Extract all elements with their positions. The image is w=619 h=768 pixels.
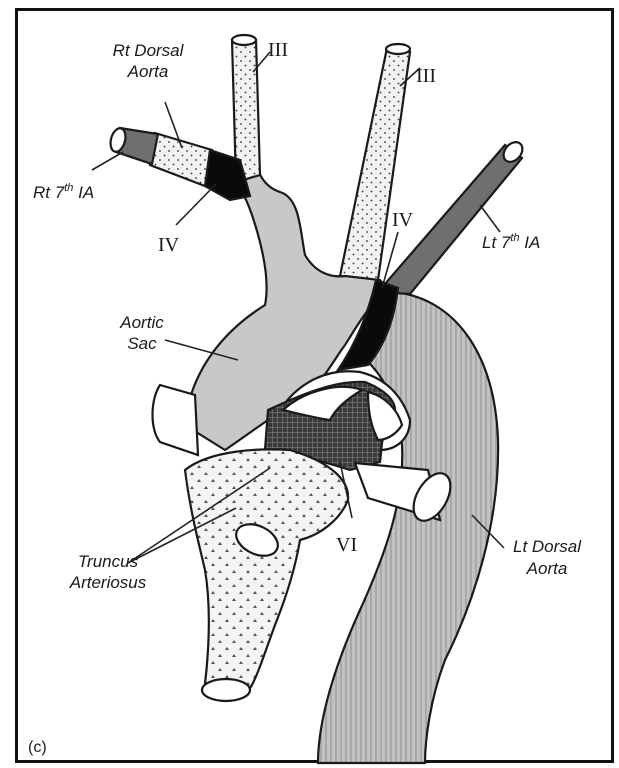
label-arch-VI: VI <box>336 534 357 556</box>
truncus-arteriosus <box>185 449 348 695</box>
label-lt-dorsal-aorta: Lt Dorsal <box>513 537 582 556</box>
sac-stub <box>153 385 199 455</box>
label-arch-III-right: III <box>268 39 288 61</box>
label-aortic-sac: Aortic <box>119 313 164 332</box>
truncus-opening-lower <box>202 679 250 701</box>
label-arch-IV-right: IV <box>158 234 180 256</box>
label-truncus-arteriosus: Truncus <box>78 552 139 571</box>
panel-label: (c) <box>28 739 47 756</box>
label-lt-7th-ia: Lt 7th IA <box>482 232 540 252</box>
arch-III-left-opening <box>386 44 410 54</box>
arch-III-left-vessel <box>340 48 410 280</box>
label-arch-III-left: III <box>416 65 436 87</box>
label-rt-dorsal-aorta-line2: Aorta <box>127 62 169 81</box>
leader-lt-7th-ia <box>480 205 500 232</box>
leader-arch-IV-right <box>176 184 216 225</box>
leader-rt-7th-ia <box>92 152 123 170</box>
label-truncus-arteriosus-line2: Arteriosus <box>69 573 147 592</box>
label-rt-dorsal-aorta: Rt Dorsal <box>113 41 185 60</box>
rt-dorsal-aorta-vessel <box>150 133 212 186</box>
label-rt-7th-ia: Rt 7th IA <box>33 182 94 202</box>
label-aortic-sac-line2: Sac <box>127 334 157 353</box>
label-arch-IV-left: IV <box>392 209 414 231</box>
arch-III-right-opening <box>232 35 256 45</box>
label-lt-dorsal-aorta-line2: Aorta <box>526 559 568 578</box>
